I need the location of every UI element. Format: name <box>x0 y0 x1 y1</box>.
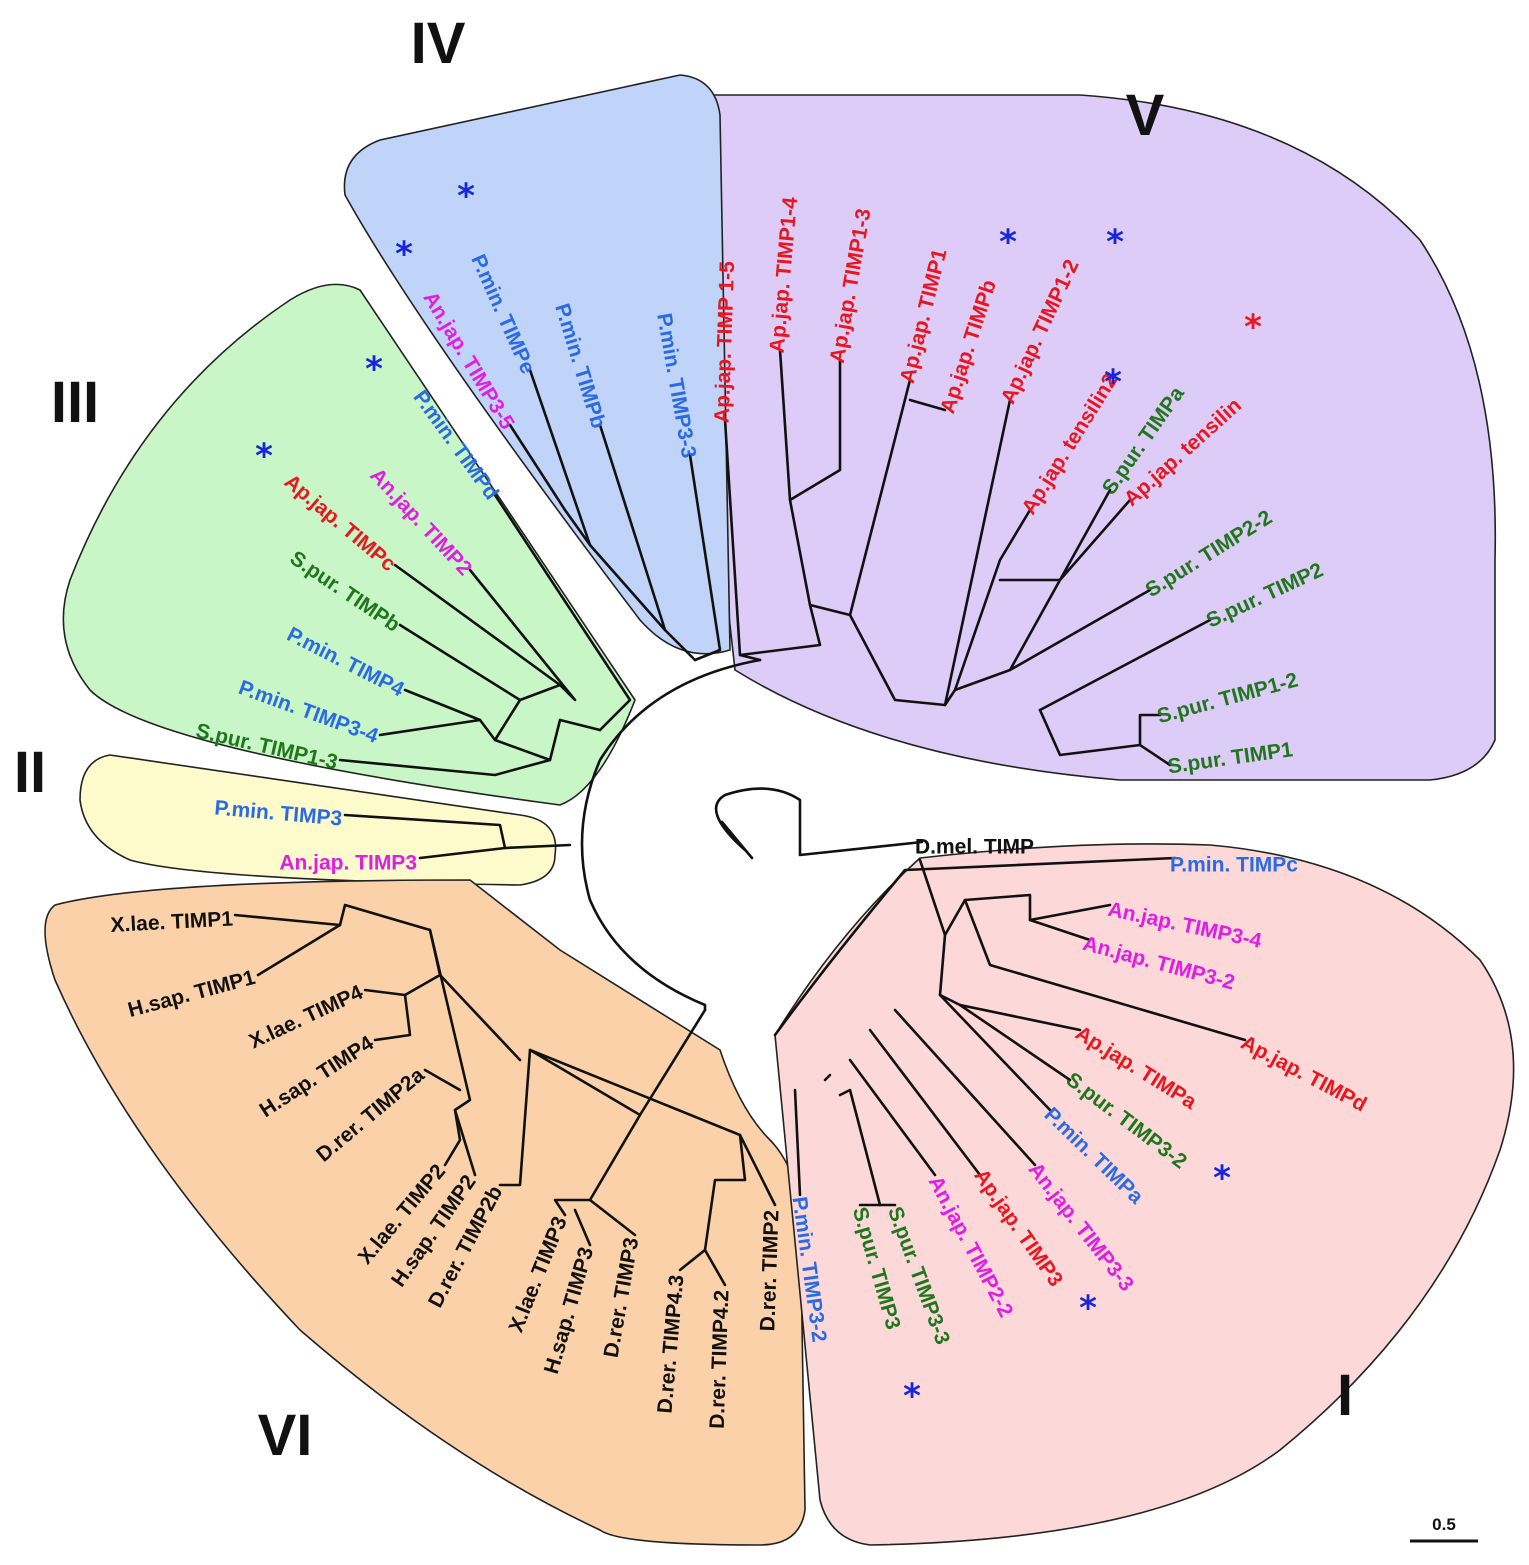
scale-bar: 0.5 <box>1410 1515 1478 1543</box>
star-marker-icon: * <box>903 1377 921 1417</box>
star-marker-icon: * <box>255 437 273 477</box>
taxon-label-c5-apj15: Ap.jap. TIMP 1-5 <box>711 261 740 424</box>
star-marker-icon: * <box>457 177 475 217</box>
clade-label-ii: II <box>14 740 46 805</box>
scale-bar-label: 0.5 <box>1432 1515 1456 1534</box>
clade-iv-region <box>343 74 731 655</box>
clade-label-iv: IV <box>411 11 466 76</box>
clade-regions <box>44 74 1515 1546</box>
star-marker-icon: * <box>999 223 1017 263</box>
clade-label-iii: III <box>51 370 99 435</box>
clade-iii-region <box>62 283 636 806</box>
star-marker-icon: * <box>1079 1289 1097 1329</box>
taxon-label-c1-pminc: P.min. TIMPc <box>1170 854 1298 877</box>
clade-label-vi: VI <box>258 1403 313 1468</box>
clade-ii-region <box>79 754 557 886</box>
star-marker-icon: * <box>1213 1159 1231 1199</box>
clade-vi-region <box>44 879 806 1546</box>
star-marker-icon: * <box>395 235 413 275</box>
star-marker-icon: * <box>1106 223 1124 263</box>
taxon-label-c6-dre42: D.rer. TIMP4.2 <box>706 1290 734 1430</box>
star-marker-icon: * <box>365 350 383 390</box>
star-marker-icon: * <box>1244 308 1262 348</box>
clade-i-region <box>774 843 1515 1546</box>
star-marker-icon: * <box>1104 363 1122 403</box>
clade-label-v: V <box>1126 83 1165 148</box>
tree-branches <box>233 348 1247 1287</box>
clade-numerals: IV V III II VI I <box>14 11 1353 1468</box>
taxon-label-c2-anj3: An.jap. TIMP3 <box>279 852 417 875</box>
taxon-label-dmel: D.mel. TIMP <box>915 836 1034 859</box>
clade-v-region <box>674 94 1497 781</box>
clade-label-i: I <box>1337 1363 1353 1428</box>
taxon-label-c6-dre2: D.rer. TIMP2 <box>756 1210 783 1332</box>
